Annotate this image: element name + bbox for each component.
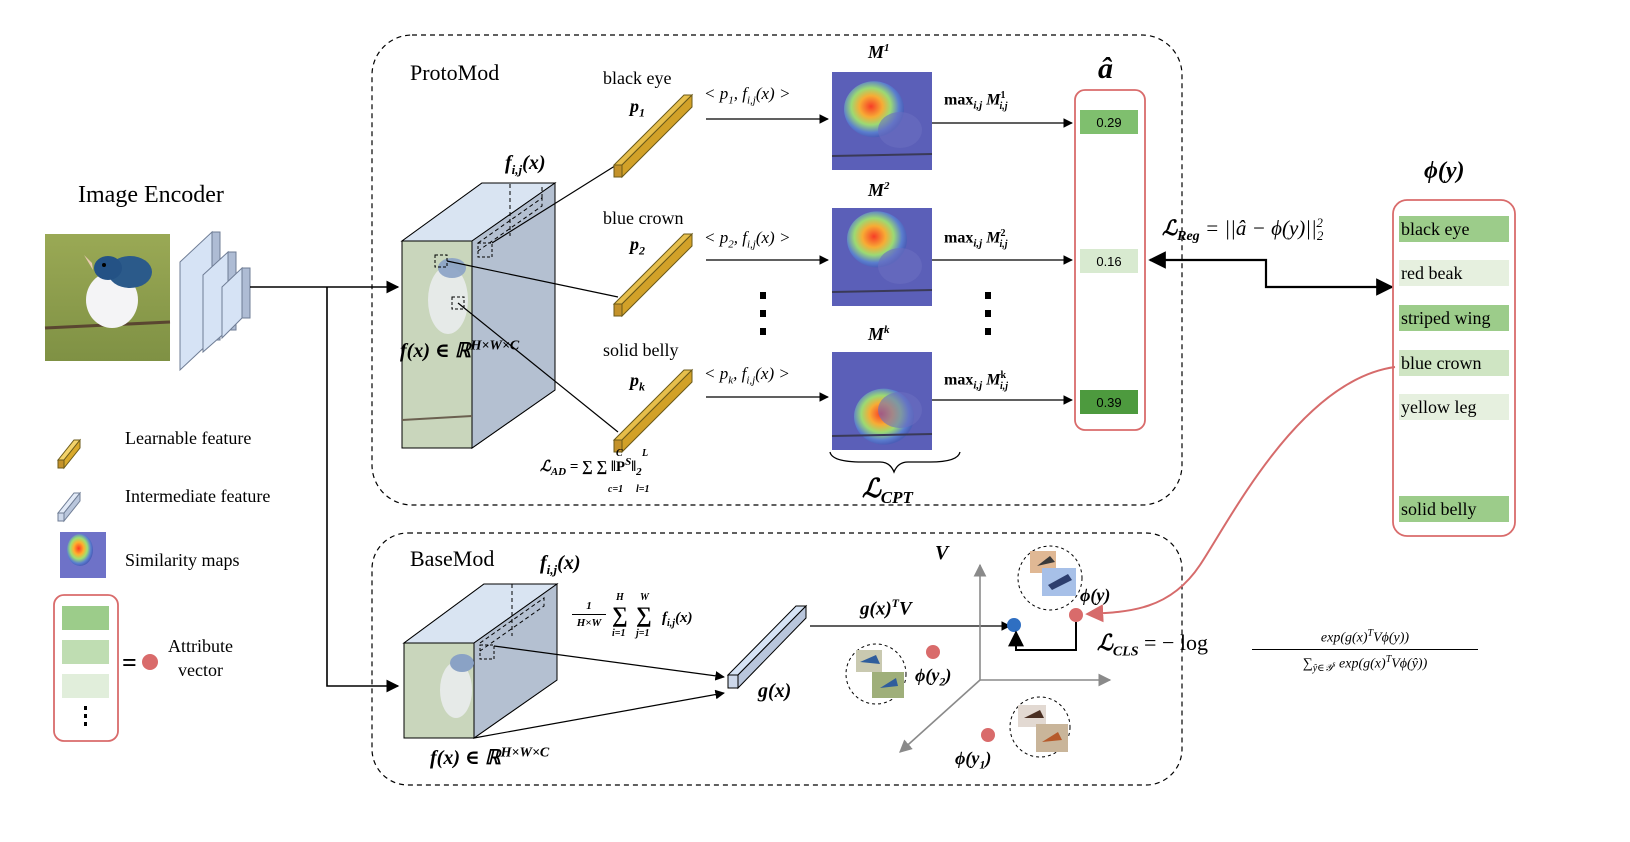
similarity-map — [831, 352, 933, 450]
attribute-link-curve — [1085, 366, 1396, 623]
phi-y1-point — [981, 728, 995, 742]
prototype-bar — [612, 93, 694, 179]
max-label: maxi,j Mki,j — [944, 370, 1009, 392]
loss-cpt: ℒCPT — [862, 474, 913, 508]
loss-ad: ℒAD = ∑ ∑ ‖PS‖2 — [540, 456, 642, 478]
phi-cell — [1399, 216, 1509, 242]
phi-y-label: ϕ(y) — [1080, 585, 1111, 605]
cpt-brace — [829, 451, 961, 474]
legend-intermediate-label: Intermediate feature — [125, 486, 271, 506]
phi-attribute-text: black eye — [1401, 219, 1469, 239]
similarity-maps — [831, 72, 933, 450]
reg-arrow — [1148, 251, 1394, 296]
phi-attribute-cells: black eye red beak striped wing blue crown y… — [1399, 216, 1509, 522]
prototype-attribute-label: black eye — [603, 68, 672, 88]
input-bird-image — [44, 234, 171, 361]
phi-cell — [1399, 260, 1509, 286]
phi-y2-point — [926, 645, 940, 659]
encoder-arrows — [250, 280, 400, 693]
basemod-box — [371, 532, 1183, 786]
similarity-map — [831, 208, 933, 306]
phi-y2-label: ϕ(y2) — [915, 665, 952, 689]
cube-to-prototype-lines — [446, 163, 619, 433]
encoder-title: Image Encoder — [78, 182, 224, 208]
encoder-layers — [179, 230, 251, 372]
phi-y1-label: ϕ(y1) — [955, 748, 992, 772]
V-axis-label: V — [935, 542, 949, 564]
protomod-title: ProtoMod — [410, 60, 500, 85]
gx-vector — [726, 604, 808, 690]
phi-y-point — [1069, 608, 1083, 622]
class-cluster-y — [1017, 545, 1083, 611]
legend-attribute-icon — [53, 594, 158, 742]
fx-label-base: f(x) ∈ ℝH×W×C — [430, 745, 550, 769]
prototype-attribute-label: blue crown — [603, 208, 684, 228]
max-label: maxi,j M2i,j — [944, 228, 1008, 250]
phi-attribute-text: striped wing — [1401, 308, 1491, 328]
prototype-symbol: p2 — [630, 234, 645, 258]
cls-fraction: exp(g(x)TVϕ(y)) ∑ŷ∈𝒴s exp(g(x)TVϕ(ŷ)) — [1252, 624, 1478, 678]
similarity-map-label: Mk — [868, 324, 890, 344]
legend-similarity-icon — [60, 532, 106, 578]
ahat-cell — [1080, 110, 1138, 134]
phi-cell — [1399, 350, 1509, 376]
ahat-value: 0.29 — [1096, 115, 1121, 130]
cls-loss: ℒCLS = − log — [1097, 630, 1208, 660]
legend-intermediate-icon — [56, 491, 82, 523]
basemod-feature-cube — [402, 583, 559, 739]
phi-label: ϕ(y) — [1424, 158, 1465, 184]
phi-attribute-text: blue crown — [1401, 353, 1481, 373]
legend-learnable-label: Learnable feature — [125, 428, 252, 448]
similarity-map — [831, 72, 933, 170]
similarity-map-label: M1 — [868, 42, 890, 62]
legend-similarity-label: Similarity maps — [125, 550, 240, 570]
prototype-symbol: p1 — [630, 96, 645, 120]
protomod-box — [371, 34, 1183, 506]
phi-attribute-text: yellow leg — [1401, 397, 1476, 417]
inner-product-arrows — [706, 114, 829, 402]
inner-product-label: < p1, fi,j(x) > — [704, 84, 791, 107]
prototype-bar — [612, 368, 694, 454]
prototype-bar — [612, 232, 694, 318]
ahat-value: 0.16 — [1096, 254, 1121, 269]
fij-label-proto: fi,j(x) — [505, 152, 546, 177]
pool-lines — [473, 645, 725, 739]
gx-to-phi-arrow — [1008, 622, 1077, 651]
gx-point — [1007, 618, 1021, 632]
fx-label-proto: f(x) ∈ ℝH×W×C — [400, 338, 520, 362]
phi-cell — [1399, 305, 1509, 331]
ahat-value: 0.39 — [1096, 395, 1121, 410]
legend-equals: = — [122, 648, 137, 677]
class-cluster-y1 — [1009, 696, 1071, 758]
max-label: maxi,j M1i,j — [944, 90, 1008, 112]
gx-label: g(x) — [758, 680, 792, 702]
gTV-label: g(x)TV — [860, 596, 912, 620]
legend-learnable-icon — [56, 438, 82, 470]
class-cluster-y2 — [845, 643, 907, 705]
prototype-symbol: pk — [630, 370, 645, 394]
ahat-label: â — [1098, 52, 1113, 85]
phi-cell — [1399, 496, 1509, 522]
protomod-feature-cube — [400, 182, 557, 449]
phi-attribute-text: red beak — [1401, 263, 1462, 283]
prototype-attribute-label: solid belly — [603, 340, 679, 360]
reg-loss: ℒReg = ||â − ϕ(y)||22 — [1162, 215, 1324, 245]
phi-attribute-text: solid belly — [1401, 499, 1477, 519]
ahat-cell — [1080, 249, 1138, 273]
max-arrows — [932, 118, 1073, 405]
similarity-map-label: M2 — [868, 180, 890, 200]
phi-cell — [1399, 394, 1509, 420]
inner-product-label: < pk, fi,j(x) > — [704, 364, 790, 387]
ahat-cell — [1080, 390, 1138, 414]
fij-label-base: fi,j(x) — [540, 552, 581, 577]
embedding-axes — [899, 563, 1112, 753]
ahat-values: 0.29 0.16 0.39 — [1080, 110, 1138, 414]
inner-product-label: < p2, fi,j(x) > — [704, 228, 791, 251]
prototype-vectors — [612, 93, 694, 454]
basemod-title: BaseMod — [410, 546, 495, 571]
